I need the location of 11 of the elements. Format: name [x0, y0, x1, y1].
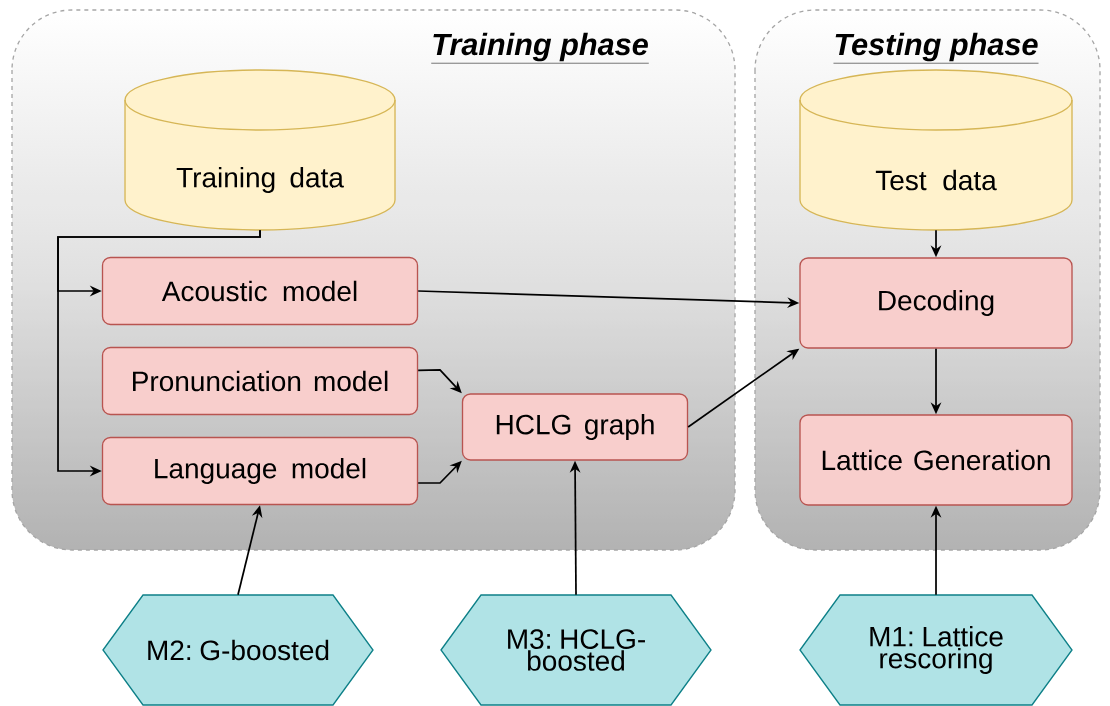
process-box: Acoustic model: [101, 256, 419, 326]
process-box: Pronunciation model: [101, 346, 419, 416]
method-hexagon: M1: Lattice rescoring: [799, 594, 1073, 706]
method-hexagon: M3: HCLG-boosted: [440, 594, 712, 706]
process-box: Language model: [101, 436, 419, 506]
process-box: HCLG graph: [461, 393, 689, 461]
method-hexagon: M2: G-boosted: [102, 594, 374, 706]
process-box: Lattice Generation: [799, 414, 1073, 506]
database-cylinder: Training data: [124, 69, 396, 231]
database-cylinder: Test data: [799, 69, 1073, 231]
process-box: Decoding: [799, 257, 1073, 349]
